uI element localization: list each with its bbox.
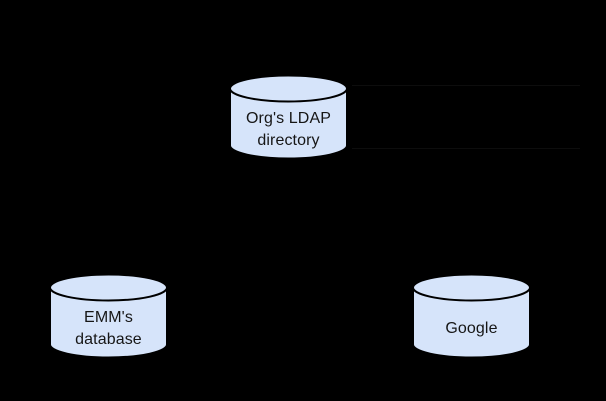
node-label-line: EMM's [84,308,133,326]
node-label-google: Google [411,300,532,357]
node-label-line: Google [445,319,498,337]
db-cylinder-google: Google [411,273,532,359]
node-label-line: directory [257,131,320,149]
database-cylinder-icon [49,273,168,359]
node-label-org-ldap-directory: Org's LDAP directory [228,101,349,158]
node-label-line: database [75,330,142,348]
node-label-line: Org's LDAP [246,109,331,127]
node-label-emm-database: EMM's database [48,300,169,357]
database-cylinder-icon [229,74,348,160]
database-cylinder-icon [412,273,531,359]
faint-connector-line-bottom [352,148,580,149]
db-cylinder-emm-database: EMM's database [48,273,169,359]
db-cylinder-org-ldap-directory: Org's LDAP directory [228,74,349,160]
faint-connector-line-top [352,85,580,86]
